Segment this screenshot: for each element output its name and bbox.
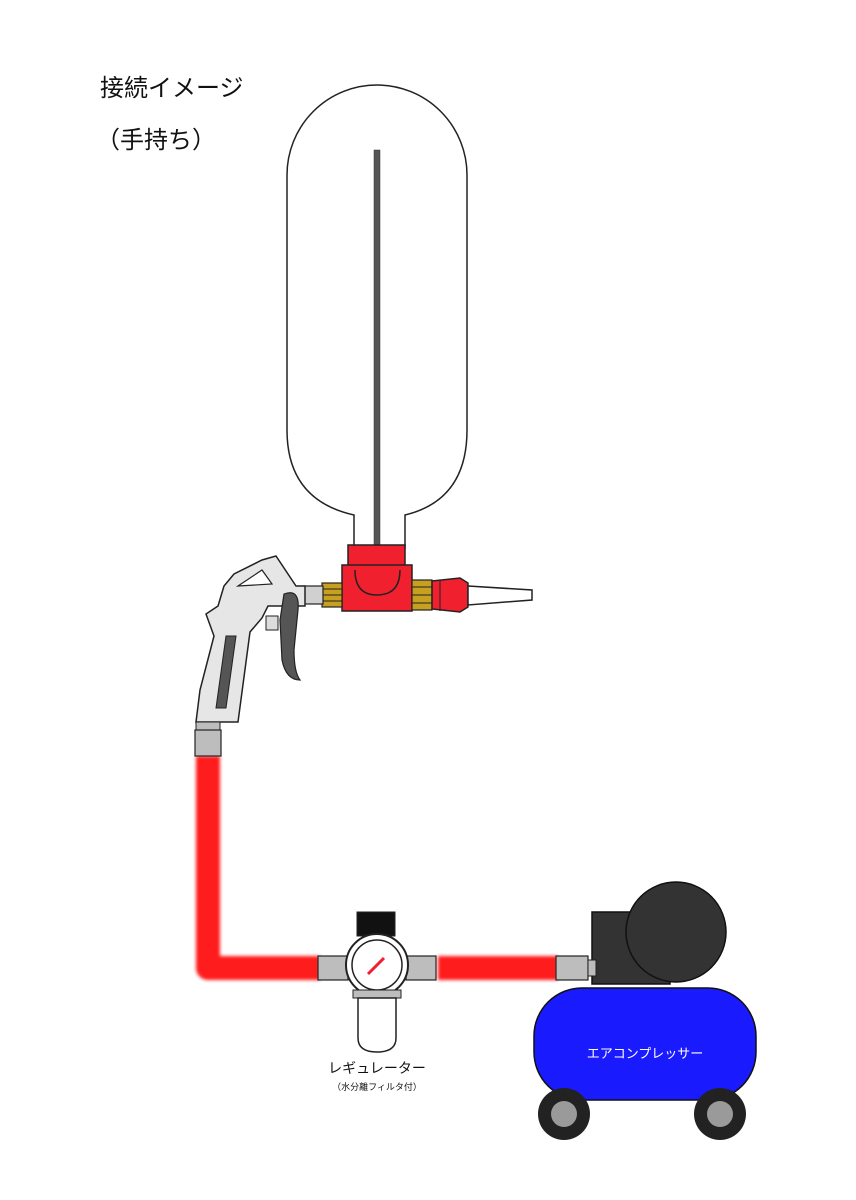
diagram-title: 接続イメージ (100, 74, 244, 102)
trigger (279, 592, 302, 681)
nozzle-tip (467, 585, 533, 606)
motor (625, 881, 727, 983)
air-compressor-icon: エアコンプレッサー (533, 881, 757, 1140)
dip-tube (373, 149, 381, 549)
gauge-needle (366, 956, 386, 976)
regulator-note: （水分離フィルタ付） (332, 1081, 422, 1093)
regulator-label: レギュレーター (328, 1061, 426, 1077)
air-blow-gun-icon (194, 555, 324, 757)
diagram-subtitle: （手持ち） (96, 126, 216, 154)
compressor-tank (533, 987, 757, 1101)
filter-bowl (357, 997, 397, 1053)
compressor-label: エアコンプレッサー (587, 1047, 704, 1062)
air-hose (196, 756, 558, 980)
pressure-regulator-gauge-icon: レギュレーター （水分離フィルタ付） (317, 911, 437, 1093)
bottle-tank-icon (286, 84, 468, 549)
red-manifold-fitting (321, 544, 533, 613)
